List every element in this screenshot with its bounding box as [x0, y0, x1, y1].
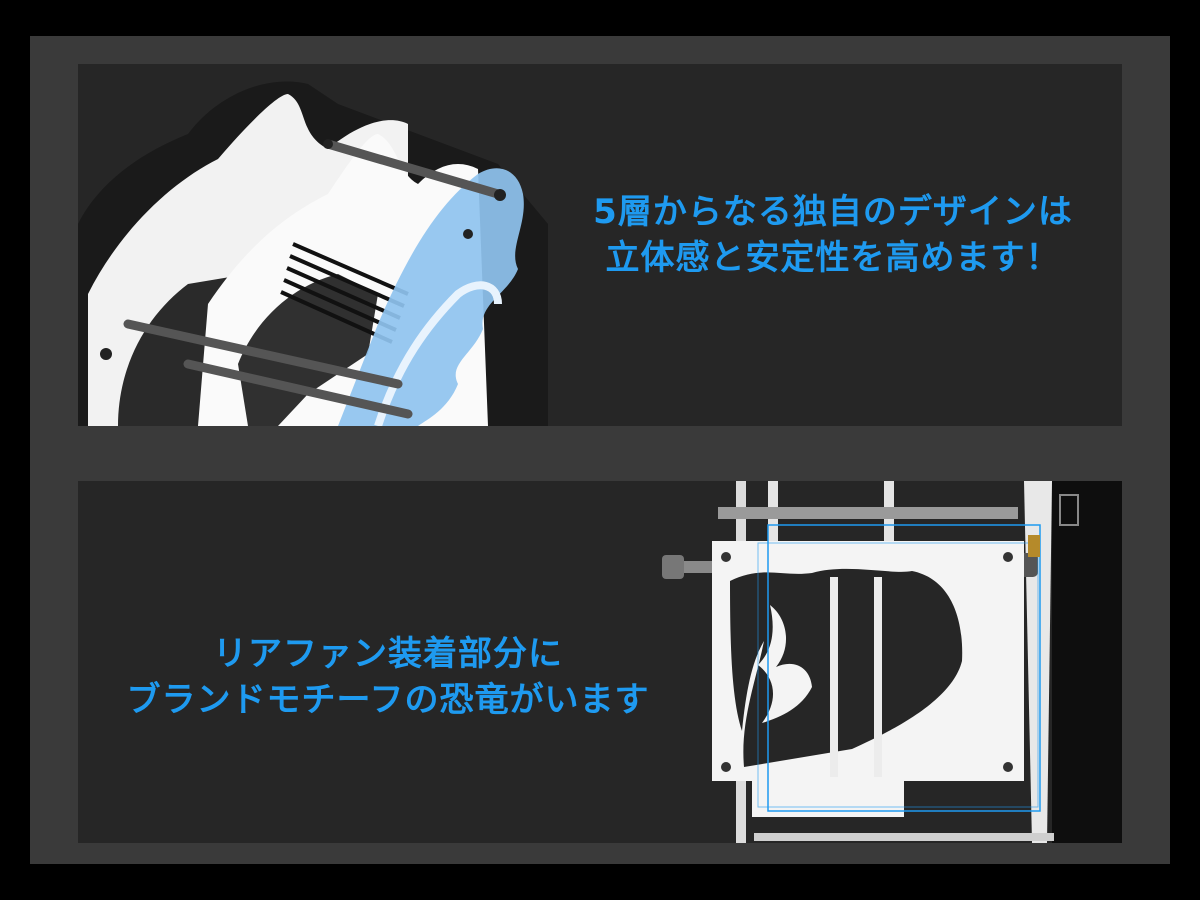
- caption-line-1: 5層からなる独自のデザインは: [593, 192, 1073, 232]
- rear-fan-mount-photo: [662, 481, 1122, 843]
- layered-case-photo: [78, 81, 548, 426]
- caption-line-2: 立体感と安定性を高めます！: [605, 238, 1061, 278]
- layered-design-caption: 5層からなる独自のデザインは 立体感と安定性を高めます！: [553, 189, 1113, 281]
- feature-panel-rear-fan: リアファン装着部分に ブランドモチーフの恐竜がいます: [78, 481, 1122, 843]
- feature-panel-layered-design: 5層からなる独自のデザインは 立体感と安定性を高めます！: [78, 64, 1122, 426]
- rear-fan-caption: リアファン装着部分に ブランドモチーフの恐竜がいます: [98, 631, 678, 723]
- caption-line-1: リアファン装着部分に: [213, 634, 563, 674]
- caption-line-2: ブランドモチーフの恐竜がいます: [126, 680, 650, 720]
